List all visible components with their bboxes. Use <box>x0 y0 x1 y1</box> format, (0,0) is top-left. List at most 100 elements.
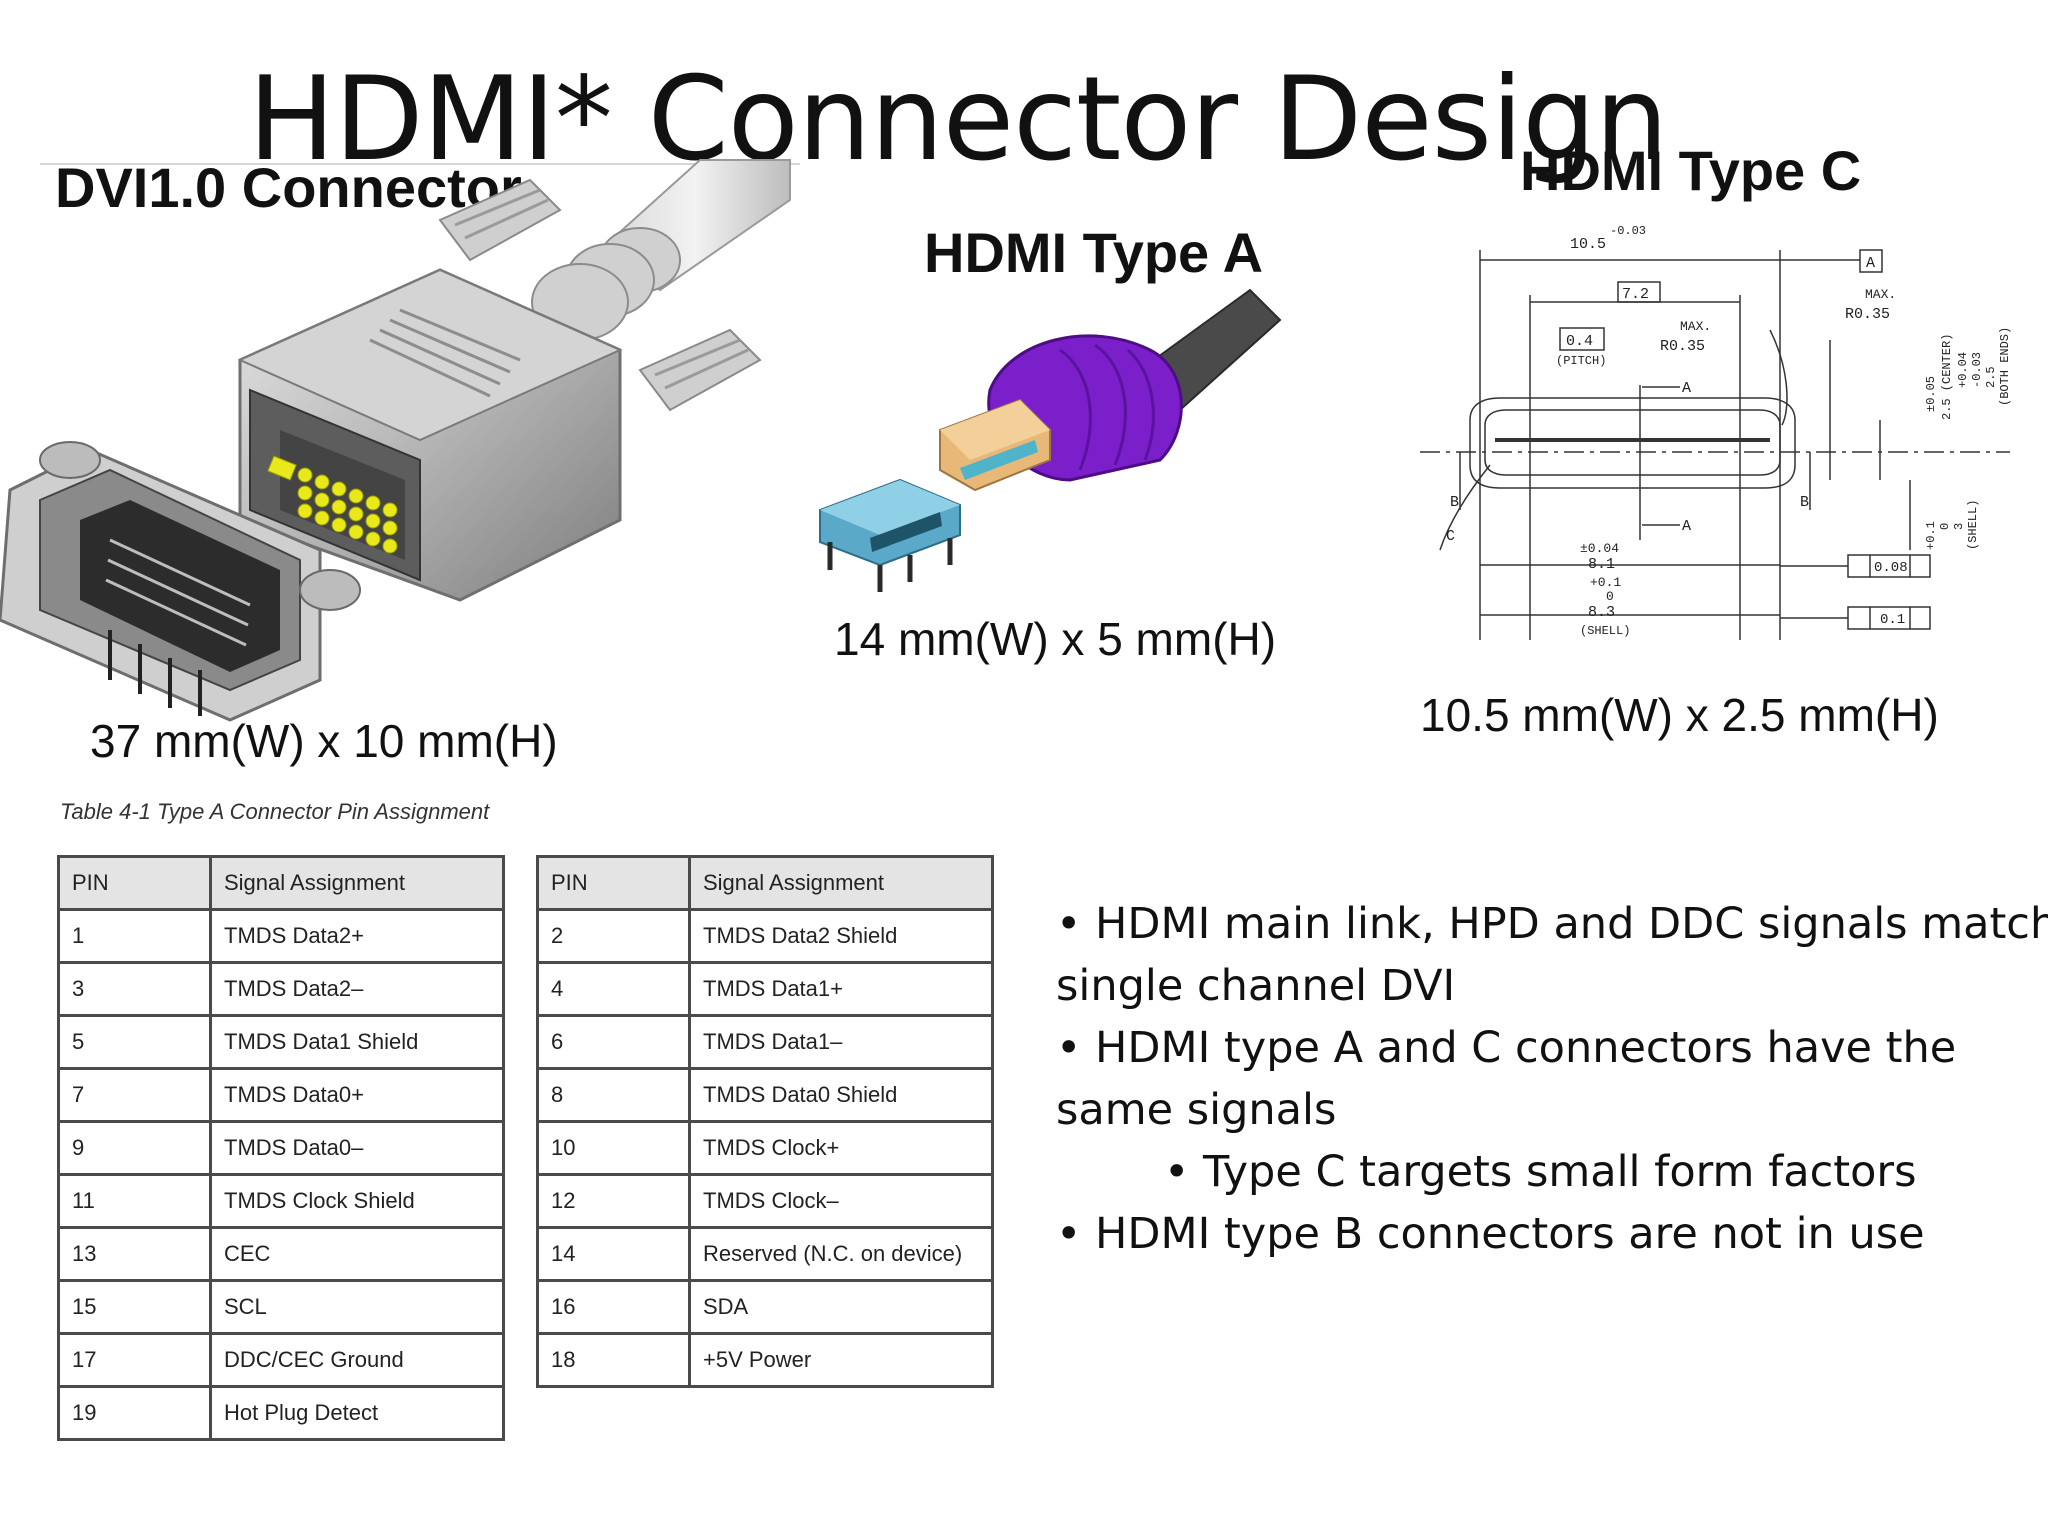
bullet-line: • HDMI type B connectors are not in use <box>1056 1209 1925 1259</box>
pin-number-cell: 3 <box>57 961 212 1017</box>
pin-number-cell: 4 <box>536 961 691 1017</box>
dim-pitch-label: (PITCH) <box>1556 354 1606 368</box>
signal-assignment-cell: Reserved (N.C. on device) <box>688 1226 994 1282</box>
svg-text:±0.05: ±0.05 <box>1924 376 1938 412</box>
dim-radius-2: R0.35 <box>1845 306 1890 323</box>
svg-text:2.5 (CENTER): 2.5 (CENTER) <box>1940 334 1954 420</box>
pin-number-cell: 14 <box>536 1226 691 1282</box>
signal-assignment-cell: Hot Plug Detect <box>209 1385 505 1441</box>
svg-text:2.5: 2.5 <box>1984 366 1998 388</box>
signal-assignment-cell: TMDS Data0+ <box>209 1067 505 1123</box>
dim-tol-04: ±0.04 <box>1580 541 1619 556</box>
table-row: 18+5V Power <box>536 1332 994 1388</box>
signal-assignment-cell: TMDS Clock Shield <box>209 1173 505 1229</box>
signal-assignment-cell: SDA <box>688 1279 994 1335</box>
bullet-line: • HDMI type A and C connectors have the <box>1056 1023 1957 1073</box>
flatness-2: 0.1 <box>1880 612 1905 628</box>
signal-assignment-cell: TMDS Data0 Shield <box>688 1067 994 1123</box>
pin-number-cell: 11 <box>57 1173 212 1229</box>
dim-width-83: 8.3 <box>1588 604 1615 621</box>
bullet-line: • Type C targets small form factors <box>1164 1147 1917 1197</box>
dim-pitch-value: 0.4 <box>1566 333 1593 350</box>
table-header-row: PIN Signal Assignment <box>536 855 994 911</box>
dim-inner-width: 7.2 <box>1622 286 1649 303</box>
signal-assignment-cell: TMDS Clock– <box>688 1173 994 1229</box>
dvi-dimensions: 37 mm(W) x 10 mm(H) <box>90 715 558 767</box>
pin-number-cell: 17 <box>57 1332 212 1388</box>
dim-tol-01: +0.1 <box>1590 575 1621 590</box>
svg-text:+0.1: +0.1 <box>1924 521 1938 550</box>
signal-assignment-cell: TMDS Data1– <box>688 1014 994 1070</box>
svg-text:0: 0 <box>1938 523 1952 530</box>
right-vertical-dims: ±0.05 2.5 (CENTER) +0.04 -0.03 2.5 (BOTH… <box>1924 327 2012 550</box>
pin-number-cell: 8 <box>536 1067 691 1123</box>
dim-width-top-tol: -0.03 <box>1610 224 1646 238</box>
pin-number-cell: 9 <box>57 1120 212 1176</box>
signal-assignment-cell: TMDS Data0– <box>209 1120 505 1176</box>
dim-width-81: 8.1 <box>1588 556 1615 573</box>
dim-tol-0: 0 <box>1606 589 1614 604</box>
section-a-top: A <box>1682 380 1691 397</box>
section-c: C <box>1446 528 1455 545</box>
pin-number-cell: 2 <box>536 908 691 964</box>
pin-number-cell: 19 <box>57 1385 212 1441</box>
dim-radius-1: R0.35 <box>1660 338 1705 355</box>
signal-assignment-cell: TMDS Data1 Shield <box>209 1014 505 1070</box>
datum-a: A <box>1866 255 1875 272</box>
header-signal: Signal Assignment <box>209 855 505 911</box>
section-b-right: B <box>1800 494 1809 511</box>
table-caption: Table 4-1 Type A Connector Pin Assignmen… <box>60 799 490 824</box>
signal-assignment-cell: TMDS Data2+ <box>209 908 505 964</box>
header-pin: PIN <box>57 855 212 911</box>
pin-number-cell: 13 <box>57 1226 212 1282</box>
dim-shell-label: (SHELL) <box>1580 624 1630 638</box>
bullet-line: single channel DVI <box>1056 961 1456 1011</box>
pin-number-cell: 10 <box>536 1120 691 1176</box>
type-c-header: HDMI Type C <box>1520 139 1862 202</box>
signal-assignment-cell: TMDS Clock+ <box>688 1120 994 1176</box>
svg-text:(BOTH ENDS): (BOTH ENDS) <box>1998 327 2012 406</box>
pin-number-cell: 5 <box>57 1014 212 1070</box>
pin-number-cell: 1 <box>57 908 212 964</box>
signal-assignment-cell: TMDS Data2 Shield <box>688 908 994 964</box>
pin-number-cell: 12 <box>536 1173 691 1229</box>
hdmi-type-a-illustration <box>819 288 1282 592</box>
svg-text:(SHELL): (SHELL) <box>1966 500 1980 550</box>
pin-number-cell: 16 <box>536 1279 691 1335</box>
flatness-1: 0.08 <box>1874 560 1908 576</box>
pin-number-cell: 6 <box>536 1014 691 1070</box>
signal-assignment-cell: +5V Power <box>688 1332 994 1388</box>
table-header-row: PIN Signal Assignment <box>57 855 505 911</box>
dim-max-label-1: MAX. <box>1680 319 1711 334</box>
signal-assignment-cell: SCL <box>209 1279 505 1335</box>
type-a-dimensions: 14 mm(W) x 5 mm(H) <box>834 613 1277 665</box>
dim-max-label-2: MAX. <box>1865 287 1896 302</box>
bullet-line: same signals <box>1056 1085 1337 1135</box>
header-signal: Signal Assignment <box>688 855 994 911</box>
section-b-left: B <box>1450 494 1459 511</box>
type-c-dimensions: 10.5 mm(W) x 2.5 mm(H) <box>1420 689 1939 741</box>
dvi-connector-illustration <box>0 159 791 722</box>
bullet-list: • HDMI main link, HPD and DDC signals ma… <box>1056 893 2048 1265</box>
pin-number-cell: 18 <box>536 1332 691 1388</box>
type-a-header: HDMI Type A <box>924 221 1264 284</box>
signal-assignment-cell: DDC/CEC Ground <box>209 1332 505 1388</box>
